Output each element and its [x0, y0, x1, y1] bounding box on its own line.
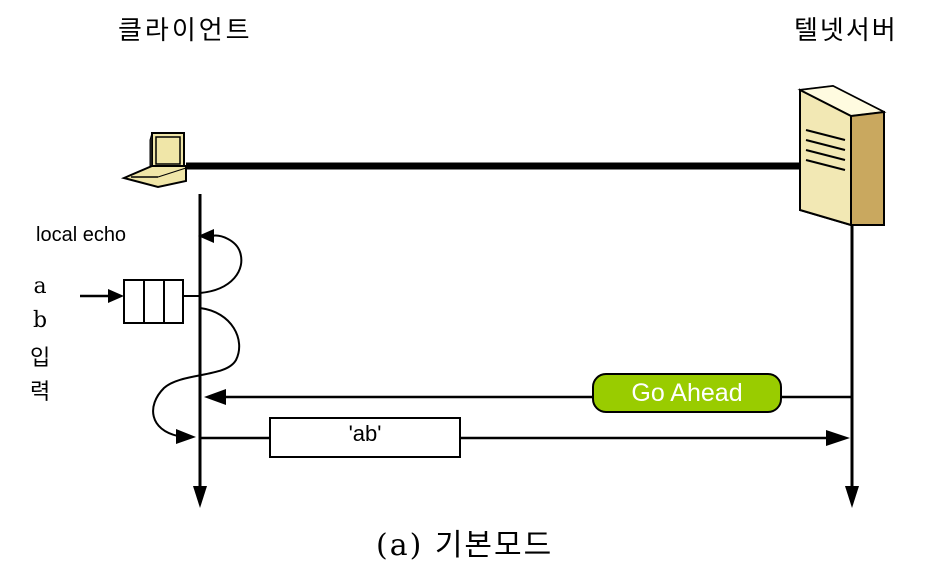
input-label-ip: 입 — [30, 346, 51, 371]
local-echo-curve — [199, 234, 243, 294]
figure-caption: (a) 기본모드 — [376, 528, 554, 563]
go-ahead-badge: Go Ahead — [592, 373, 782, 413]
client-title: 클라이언트 — [118, 16, 253, 46]
processing-curve — [152, 307, 241, 437]
client-timeline-arrowhead — [193, 486, 207, 508]
data-packet-box: 'ab' — [269, 417, 461, 458]
input-char-b: b — [32, 308, 48, 333]
server-timeline-arrowhead — [845, 486, 859, 508]
laptop-icon — [120, 132, 187, 189]
server-icon — [797, 84, 887, 227]
input-char-a: a — [33, 274, 47, 299]
input-label-ryeok: 력 — [30, 380, 51, 405]
input-buffer — [123, 279, 184, 324]
server-title: 텔넷서버 — [794, 16, 898, 46]
local-echo-label: local echo — [36, 224, 127, 246]
